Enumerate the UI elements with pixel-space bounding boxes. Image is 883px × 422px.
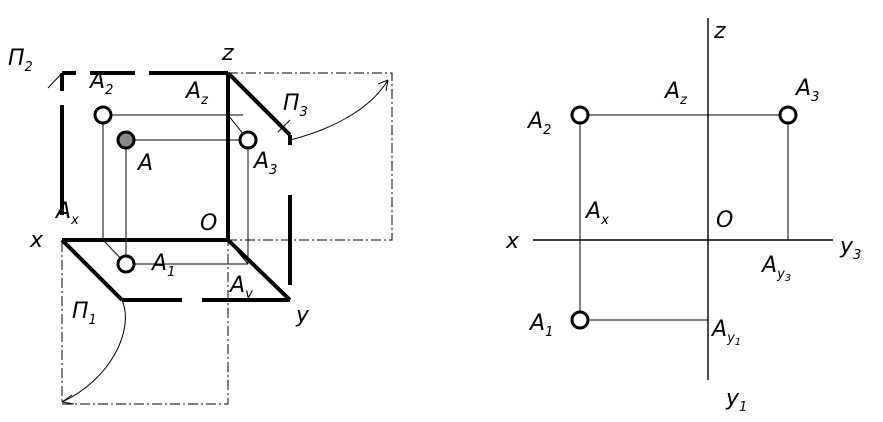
label-plane-h: Π1 xyxy=(72,299,97,328)
ortho-label-ay3: Ay3 xyxy=(760,253,791,284)
point-a1 xyxy=(116,254,136,274)
label-plane-v: Π2 xyxy=(8,46,33,75)
label-ay: Ay xyxy=(228,273,253,302)
label-a2: A2 xyxy=(88,69,113,98)
label-plane-w: Π3 xyxy=(283,91,308,120)
label-origin: O xyxy=(200,211,217,236)
point-a2 xyxy=(93,105,113,125)
ortho-point-a1 xyxy=(570,310,590,330)
ortho-label-axis-y3: y3 xyxy=(839,234,861,263)
axis-y-edge xyxy=(226,238,292,302)
leader-pi3 xyxy=(277,119,291,133)
leader-pi2 xyxy=(47,72,63,89)
label-axis-y: y xyxy=(295,303,310,328)
plane-h-left-edge xyxy=(60,238,124,302)
ortho-label-a2: A2 xyxy=(526,109,551,138)
label-a1: A1 xyxy=(150,251,175,280)
plane-w-top-edge xyxy=(226,71,292,137)
label-az: Az xyxy=(184,79,209,108)
point-a xyxy=(116,130,136,150)
label-axis-z: z xyxy=(221,41,234,66)
ortho-label-az: Az xyxy=(663,79,688,108)
pictorial-view: Π2 Π1 Π3 x y z O A A2 A1 A3 Ax Ay Az xyxy=(8,41,393,405)
ortho-point-a2 xyxy=(570,105,590,125)
ortho-label-axis-z: z xyxy=(713,19,726,44)
label-axis-x: x xyxy=(29,228,44,253)
plane-h-rotated-outline xyxy=(61,239,229,405)
ortho-label-ax: Ax xyxy=(584,199,609,228)
label-ax: Ax xyxy=(54,199,79,228)
rotation-arrow-h xyxy=(61,299,126,403)
arrowhead-w xyxy=(377,79,389,92)
label-point-a: A xyxy=(136,151,153,176)
rotation-arrow-w xyxy=(289,79,389,141)
ortho-label-a3: A3 xyxy=(794,76,819,105)
ortho-label-ay1: Ay1 xyxy=(710,317,741,348)
point-a3 xyxy=(238,130,258,150)
ortho-label-origin: O xyxy=(716,208,733,233)
ortho-point-a3 xyxy=(778,105,798,125)
ortho-label-axis-y1: y1 xyxy=(725,386,747,415)
arrowhead-h xyxy=(61,394,75,405)
orthographic-view: x z y1 y3 O A2 A3 A1 Ax Az Ay1 Ay3 xyxy=(505,18,861,415)
ortho-label-axis-x: x xyxy=(505,229,520,254)
label-a3: A3 xyxy=(252,149,277,178)
ortho-label-a1: A1 xyxy=(528,311,553,340)
